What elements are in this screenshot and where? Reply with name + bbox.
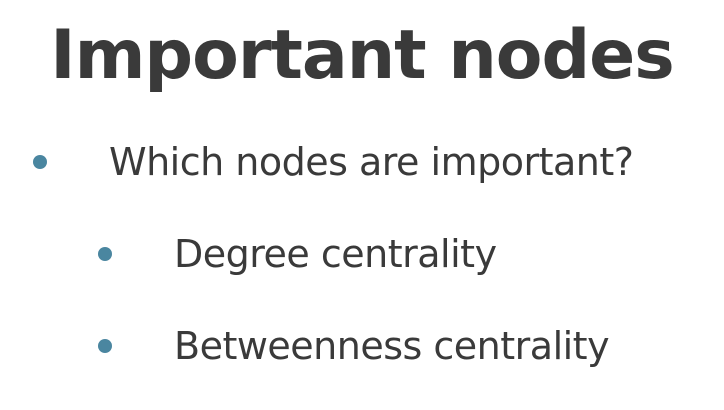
bullet-dot-icon <box>98 247 112 261</box>
bullet-item-which-nodes: Which nodes are important? <box>33 138 634 186</box>
bullet-dot-icon <box>33 155 47 169</box>
bullet-text: Which nodes are important? <box>109 140 634 184</box>
bullet-item-degree-centrality: Degree centrality <box>98 230 497 278</box>
bullet-text: Degree centrality <box>174 232 497 276</box>
bullet-text: Betweenness centrality <box>174 324 610 368</box>
bullet-item-betweenness-centrality: Betweenness centrality <box>98 322 610 370</box>
bullet-dot-icon <box>98 339 112 353</box>
slide-title: Important nodes <box>50 16 674 95</box>
